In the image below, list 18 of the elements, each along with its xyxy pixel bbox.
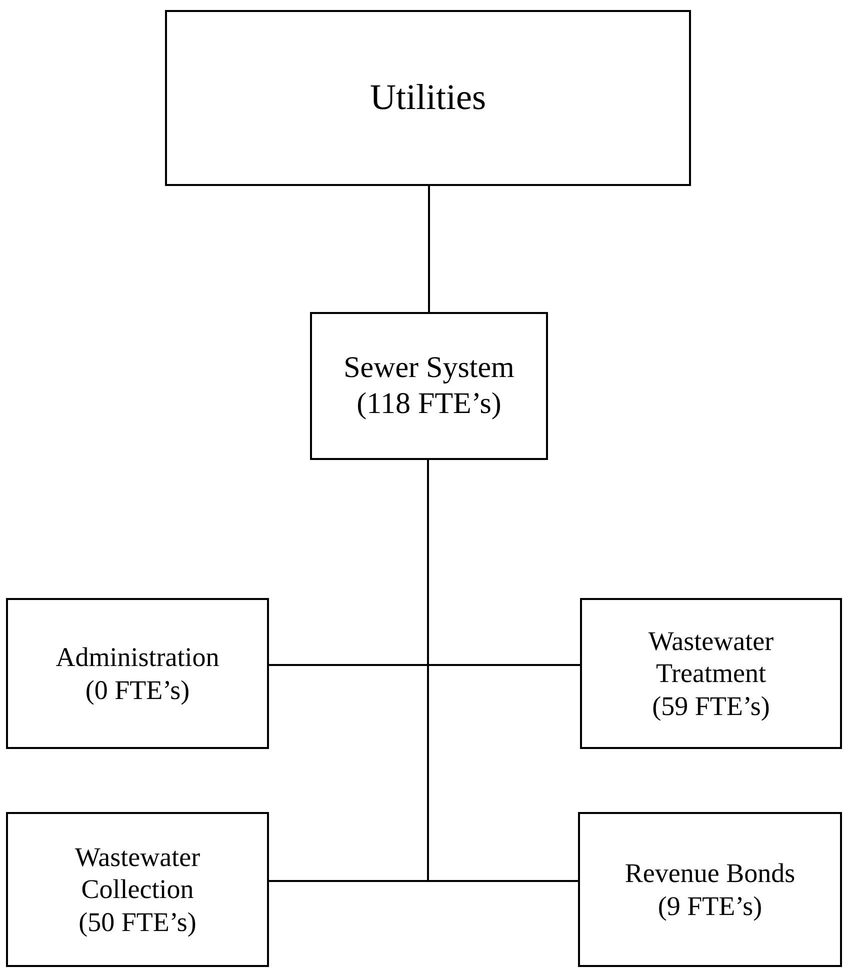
staff-count: (50 FTE’s)	[78, 906, 196, 938]
unit-name: Wastewater Treatment	[647, 624, 775, 690]
org-box	[6, 812, 269, 967]
org-box	[310, 312, 548, 460]
unit-name: Administration	[56, 641, 220, 674]
org-box	[165, 10, 691, 186]
staff-count: (9 FTE’s)	[658, 890, 762, 922]
connector-line	[428, 186, 430, 312]
unit-name: Sewer System	[344, 350, 514, 386]
org-box	[578, 812, 842, 967]
staff-count: (59 FTE’s)	[652, 690, 770, 722]
unit-name: Utilities	[370, 76, 486, 120]
org-box	[6, 598, 269, 749]
staff-count: (0 FTE’s)	[85, 674, 190, 706]
staff-count: (118 FTE’s)	[356, 386, 502, 422]
unit-name: Wastewater Collection	[74, 840, 202, 906]
unit-name: Revenue Bonds	[624, 857, 796, 890]
org-box	[580, 598, 842, 749]
